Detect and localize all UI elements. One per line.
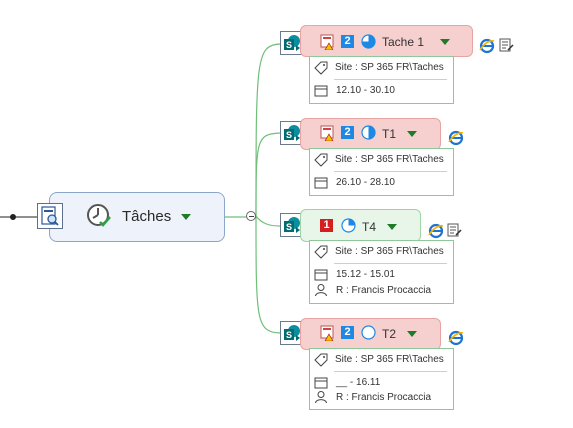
central-topic-label: Tâches bbox=[122, 208, 172, 225]
clock-check-icon bbox=[86, 203, 112, 234]
tag-icon bbox=[314, 61, 328, 80]
search-doc-icon[interactable] bbox=[37, 203, 63, 229]
svg-text:S: S bbox=[286, 330, 292, 340]
tag-icon bbox=[314, 353, 328, 372]
note-icon[interactable] bbox=[499, 38, 514, 58]
task-detail-box bbox=[309, 56, 454, 104]
ie-icon[interactable] bbox=[448, 130, 464, 151]
priority-badge: 2 bbox=[341, 126, 354, 139]
task-site: Site : SP 365 FR\Taches bbox=[335, 62, 444, 73]
ie-icon[interactable] bbox=[479, 38, 495, 59]
task-dropdown-icon[interactable] bbox=[407, 331, 417, 337]
svg-text:S: S bbox=[286, 40, 292, 50]
task-dropdown-icon[interactable] bbox=[407, 131, 417, 137]
task-label: T4 bbox=[362, 220, 377, 234]
task-topic-3[interactable] bbox=[300, 209, 421, 242]
task-label: T2 bbox=[382, 327, 397, 341]
task-resource: R : Francis Procaccia bbox=[336, 392, 432, 403]
person-icon bbox=[314, 390, 328, 409]
task-label: T1 bbox=[382, 127, 397, 141]
task-alert-icon bbox=[320, 125, 336, 146]
collapse-button[interactable] bbox=[246, 211, 256, 221]
ie-icon[interactable] bbox=[448, 330, 464, 351]
task-site: Site : SP 365 FR\Taches bbox=[335, 154, 444, 165]
tag-icon bbox=[314, 245, 328, 264]
task-alert-icon bbox=[320, 34, 336, 55]
calendar-icon bbox=[314, 376, 328, 394]
ie-icon[interactable] bbox=[428, 223, 444, 244]
task-detail-box bbox=[309, 348, 454, 410]
central-dropdown-icon[interactable] bbox=[181, 214, 191, 220]
progress-half-icon bbox=[361, 125, 376, 145]
svg-text:S: S bbox=[286, 222, 292, 232]
progress-pie-icon bbox=[361, 34, 376, 54]
priority-badge: 2 bbox=[341, 326, 354, 339]
progress-quarter-icon bbox=[341, 218, 356, 238]
task-dropdown-icon[interactable] bbox=[440, 39, 450, 45]
calendar-icon bbox=[314, 84, 328, 102]
calendar-icon bbox=[314, 268, 328, 286]
tag-icon bbox=[314, 153, 328, 172]
task-label: Tache 1 bbox=[382, 35, 425, 49]
task-detail-box bbox=[309, 148, 454, 196]
task-dates: 15.12 - 15.01 bbox=[336, 269, 395, 280]
calendar-icon bbox=[314, 176, 328, 194]
person-icon bbox=[314, 283, 328, 302]
task-dropdown-icon[interactable] bbox=[387, 224, 397, 230]
task-dates: __ - 16.11 bbox=[336, 377, 381, 388]
svg-text:S: S bbox=[286, 130, 292, 140]
priority-badge: 2 bbox=[341, 35, 354, 48]
task-resource: R : Francis Procaccia bbox=[336, 285, 432, 296]
central-topic[interactable] bbox=[49, 192, 225, 242]
task-site: Site : SP 365 FR\Taches bbox=[335, 246, 444, 257]
task-dates: 12.10 - 30.10 bbox=[336, 85, 395, 96]
progress-empty-icon bbox=[361, 325, 376, 345]
note-icon[interactable] bbox=[447, 223, 462, 243]
priority-badge: 1 bbox=[320, 219, 333, 232]
task-alert-icon bbox=[320, 325, 336, 346]
task-site: Site : SP 365 FR\Taches bbox=[335, 354, 444, 365]
task-dates: 26.10 - 28.10 bbox=[336, 177, 395, 188]
task-detail-box bbox=[309, 240, 454, 304]
